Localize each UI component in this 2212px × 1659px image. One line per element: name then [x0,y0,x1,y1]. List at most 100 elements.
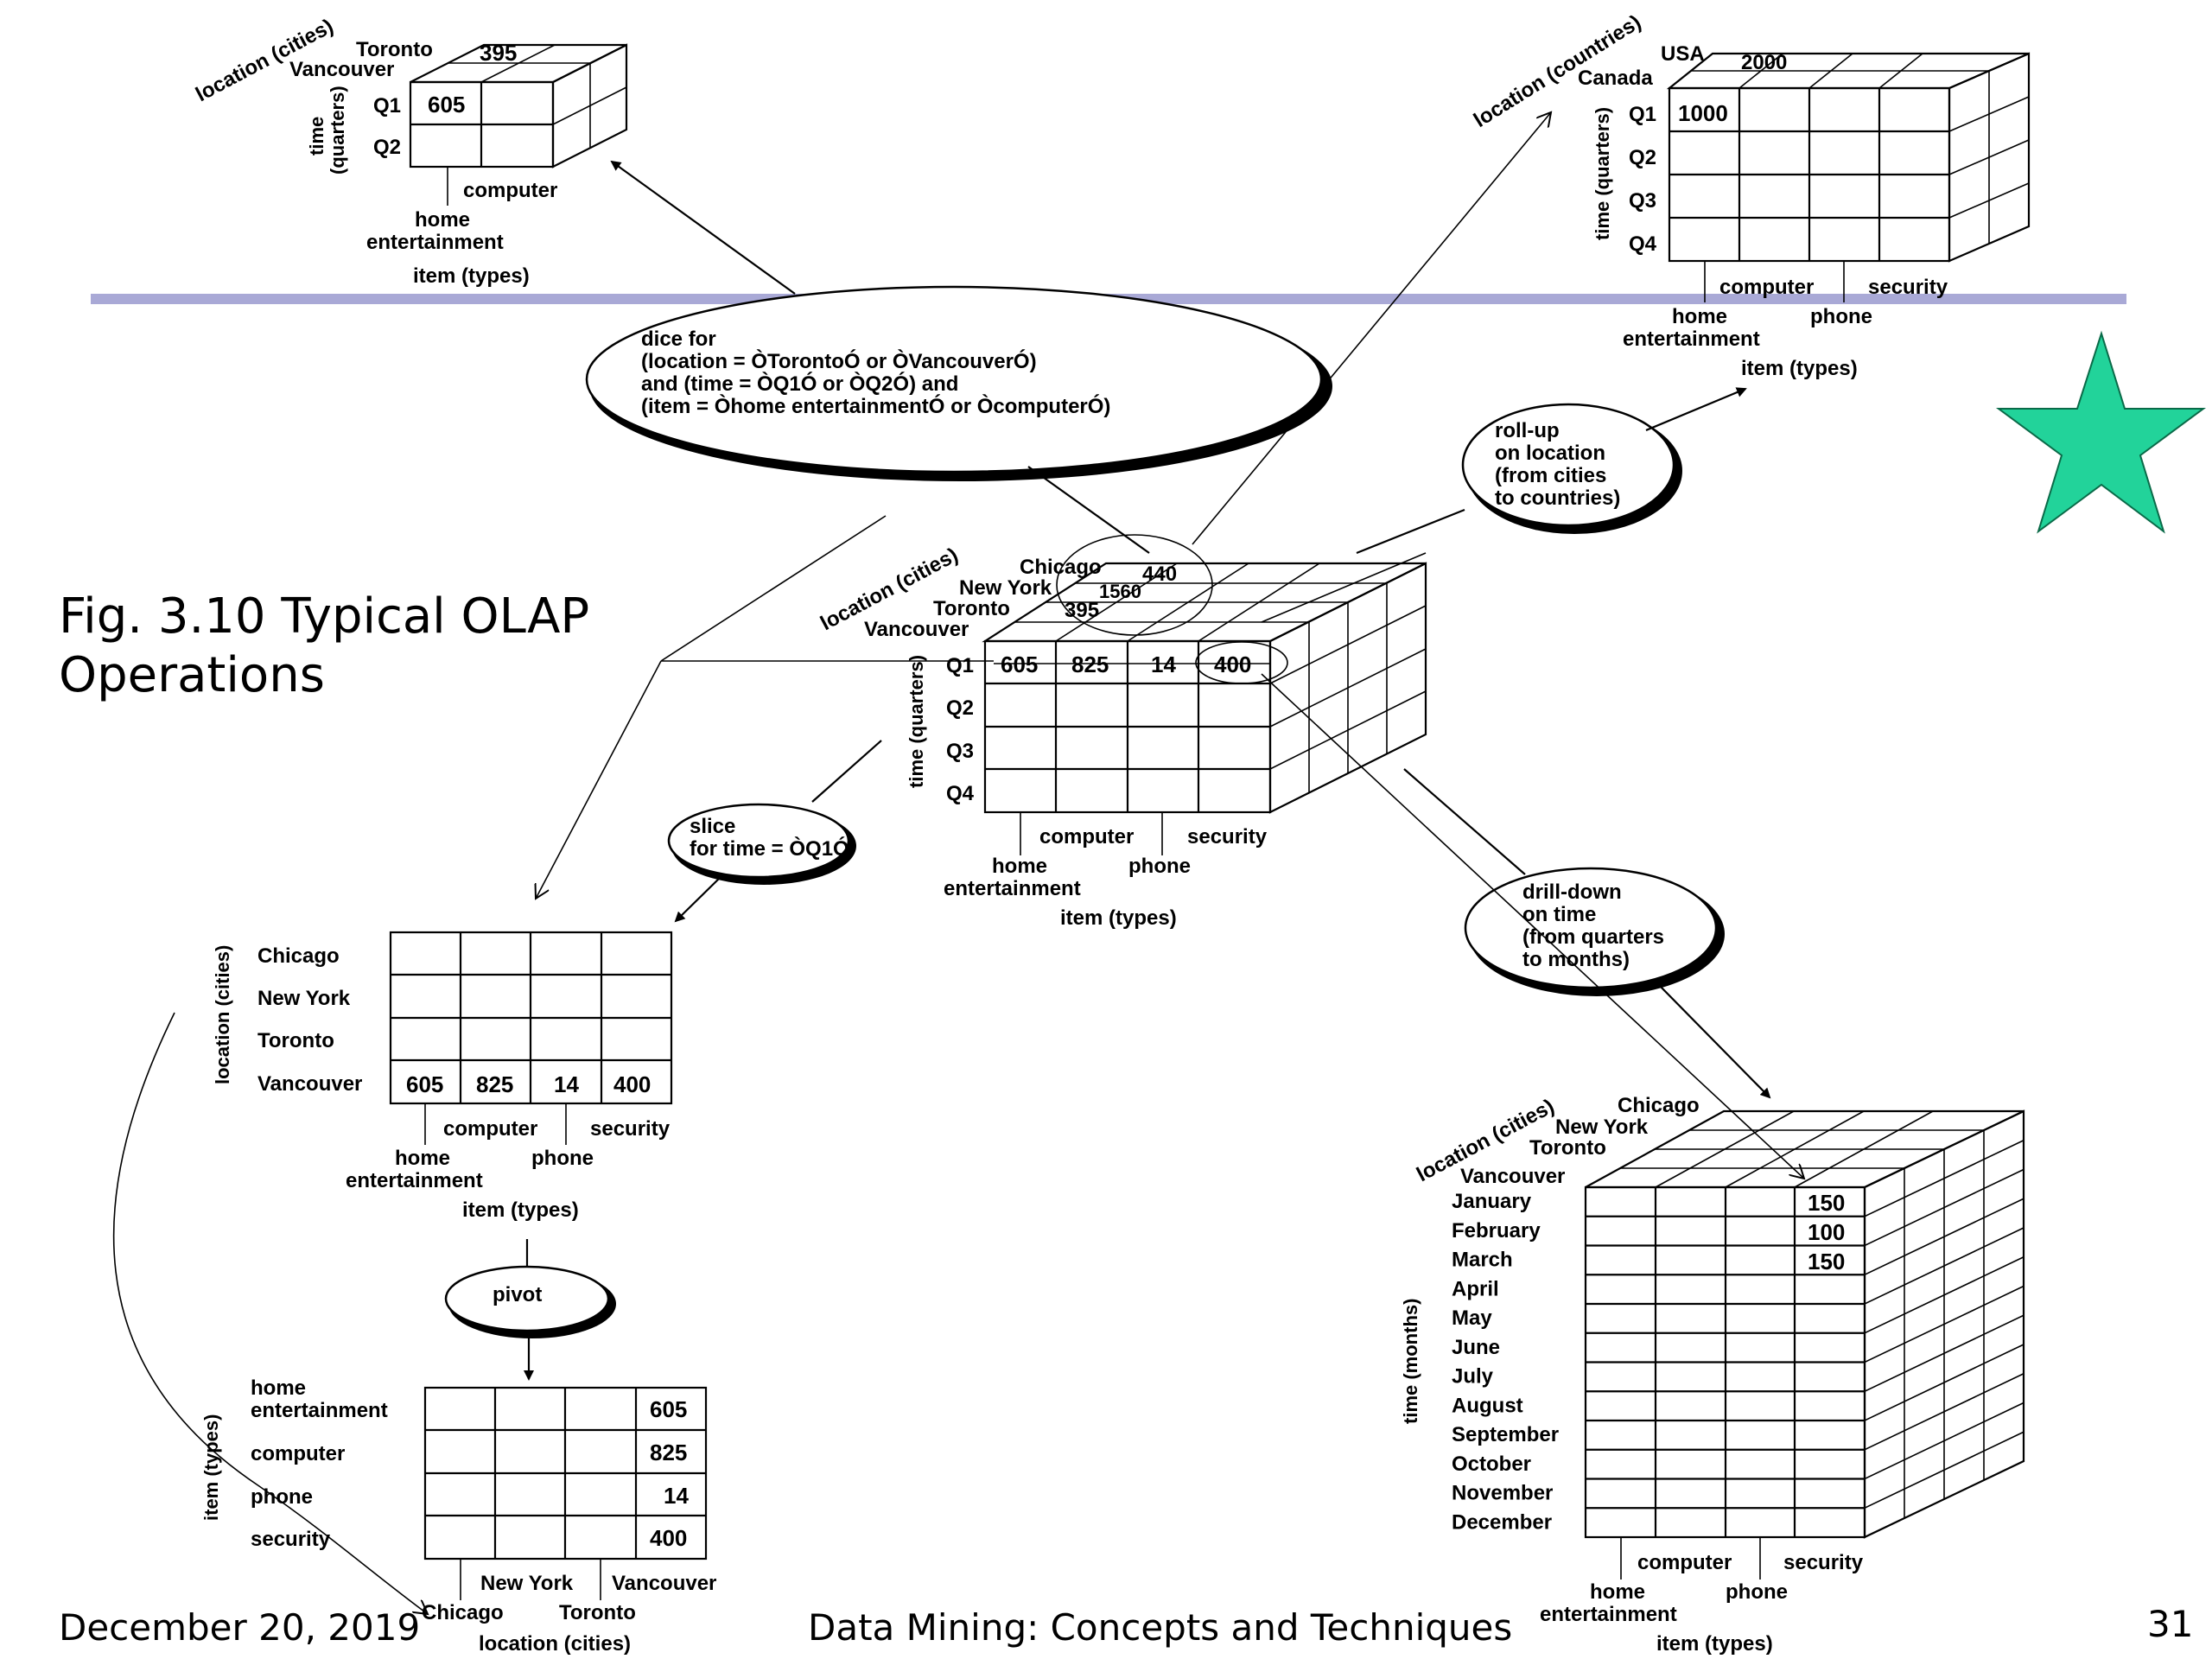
item-label: phone [1726,1580,1788,1604]
city-label: Vancouver [289,58,394,81]
cell-value: 440 [1142,563,1177,586]
svg-text:roll-up on location: roll-up on location (from cities to coun… [1495,419,1620,510]
svg-text:slice for time = ÒQ1Ó: slice for time = ÒQ1Ó [690,815,849,861]
city-label: Chicago [257,944,340,968]
cell-value: 150 [1808,1249,1845,1274]
month-label: August [1452,1394,1523,1417]
item-label: computer [443,1117,537,1141]
cell-value: 1560 [1099,581,1141,602]
axis-label: location (cities) [212,945,233,1084]
axis-label: item (types) [413,264,530,288]
axis-label: time (quarters) [906,655,927,788]
item-label: home [251,1376,306,1400]
cell-value: 605 [1001,652,1038,677]
month-label: February [1452,1219,1541,1243]
city-label: Toronto [257,1029,334,1052]
axis-label: item (types) [1741,357,1858,380]
cell-value: 605 [650,1396,687,1422]
item-label: phone [1128,855,1191,878]
quarter-label: Q3 [946,740,974,763]
axis-label: item (types) [462,1198,579,1222]
city-label: New York [257,987,351,1010]
axis-label: time (quarters) [306,86,348,175]
footer-course: Data Mining: Concepts and Techniques [808,1606,1512,1649]
item-label: entertainment [251,1399,388,1422]
city-label: Toronto [559,1601,636,1624]
month-label: June [1452,1336,1500,1359]
cell-value: 14 [664,1483,689,1509]
item-label: entertainment [366,231,504,254]
slice-result-table: Chicago New York Toronto Vancouver 605 8… [212,931,673,1222]
item-label: phone [531,1147,594,1170]
axis-label: time (months) [1400,1299,1421,1424]
cell-value: 395 [1065,599,1099,622]
cell-value: 825 [476,1071,513,1097]
dice-result-cube: 395 605 Toronto Vancouver Q1 Q2 location… [192,15,628,288]
item-label: entertainment [1623,327,1760,351]
cell-value: 100 [1808,1219,1845,1245]
axis-label: item (types) [1060,906,1177,930]
city-label: Vancouver [864,618,969,641]
figure-title: Fig. 3.10 Typical OLAP Operations [59,588,605,703]
cell-value: 605 [428,92,465,118]
city-label: Vancouver [257,1072,362,1096]
item-label: security [251,1528,331,1551]
city-label: New York [480,1572,574,1595]
city-label: Chicago [1618,1094,1700,1117]
item-label: security [590,1117,671,1141]
item-label: computer [1719,276,1814,299]
month-label: September [1452,1423,1559,1446]
cell-value: 400 [650,1525,687,1551]
axis-label: item (types) [1656,1632,1773,1656]
cell-value: 1000 [1678,100,1728,126]
footer-date: December 20, 2019 [59,1606,420,1649]
axis-label: location (cities) [479,1632,631,1656]
quarter-label: Q3 [1629,189,1656,213]
month-label: November [1452,1482,1553,1505]
page-number: 31 [2147,1603,2193,1645]
rollup-result-cube: 2000 1000 USA Canada Q1 Q2 Q3 Q4 locatio… [1470,10,2031,380]
item-label: computer [251,1442,345,1465]
cell-value: 150 [1808,1190,1845,1216]
month-label: December [1452,1510,1552,1534]
cell-value: 605 [406,1071,443,1097]
month-label: May [1452,1306,1492,1330]
item-label: computer [1039,825,1134,849]
item-label: home [395,1147,450,1170]
item-label: entertainment [1540,1603,1677,1626]
item-label: security [1187,825,1268,849]
slice-operation-bubble: slice for time = ÒQ1Ó [667,803,856,885]
city-label: New York [959,576,1052,600]
city-label: Toronto [356,38,433,61]
slide-footer: December 20, 2019 Data Mining: Concepts … [59,1603,2193,1649]
item-label: entertainment [944,877,1081,900]
cell-value: 2000 [1741,51,1787,74]
country-label: USA [1661,42,1705,66]
pivot-operation-bubble: pivot [444,1265,616,1338]
quarter-label: Q1 [1629,103,1656,126]
month-label: January [1452,1190,1532,1213]
item-label: computer [463,179,557,202]
city-label: Toronto [933,597,1010,620]
city-label: Vancouver [612,1572,716,1595]
month-label: March [1452,1249,1513,1272]
item-label: security [1868,276,1948,299]
item-label: entertainment [346,1169,483,1192]
svg-text:dice for (location = ÒTo: dice for (location = ÒTorontoÓ or ÒVanco… [641,327,1110,418]
cell-value: 825 [650,1440,687,1465]
month-label: October [1452,1452,1531,1476]
city-label: New York [1555,1116,1649,1139]
item-label: security [1783,1551,1864,1574]
country-label: Canada [1578,67,1653,90]
rollup-operation-bubble: roll-up on location (from cities to coun… [1461,403,1682,534]
cell-value: 400 [1214,652,1251,677]
quarter-label: Q2 [373,136,401,159]
drilldown-operation-bubble: drill-down on time (from quarters to mon… [1464,867,1725,996]
city-label: Chicago [422,1601,504,1624]
quarter-label: Q4 [946,782,975,805]
item-label: home [1672,305,1727,328]
axis-label: time (quarters) [1592,107,1613,240]
cell-value: 395 [480,40,517,66]
city-label: Chicago [1020,556,1102,579]
